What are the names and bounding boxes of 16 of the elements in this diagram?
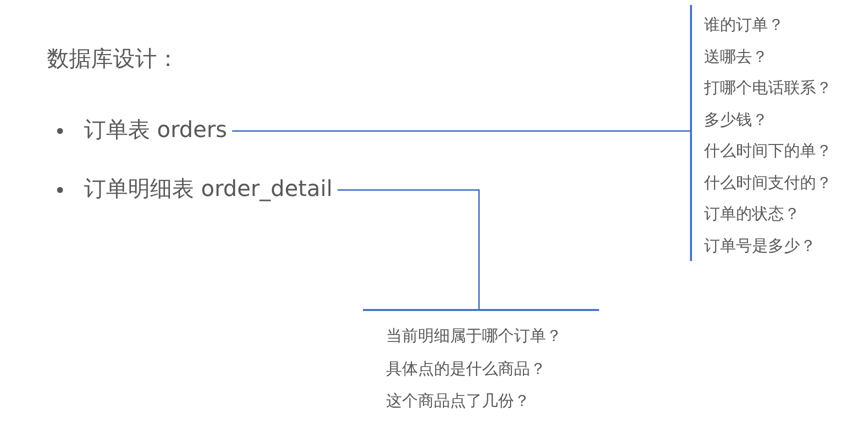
- question-text: 什么时间下的单？: [704, 140, 832, 162]
- question-text: 当前明细属于哪个订单？: [386, 325, 562, 347]
- question-text: 什么时间支付的？: [704, 172, 832, 194]
- question-text: 多少钱？: [704, 108, 768, 130]
- question-text: 打哪个电话联系？: [704, 77, 832, 99]
- question-text: 具体点的是什么商品？: [386, 358, 546, 380]
- leader-line: [232, 130, 691, 132]
- question-text: 订单号是多少？: [704, 234, 816, 256]
- question-text: 谁的订单？: [704, 14, 784, 36]
- list-item-text: 订单表 orders: [84, 116, 228, 146]
- question-text: 订单的状态？: [704, 203, 800, 225]
- heading: 数据库设计：: [47, 46, 179, 74]
- leader-line: [338, 189, 480, 310]
- list-item-text: 订单明细表 order_detail: [84, 175, 332, 205]
- question-text: 送哪去？: [704, 46, 768, 68]
- question-text: 这个商品点了几份？: [386, 390, 530, 412]
